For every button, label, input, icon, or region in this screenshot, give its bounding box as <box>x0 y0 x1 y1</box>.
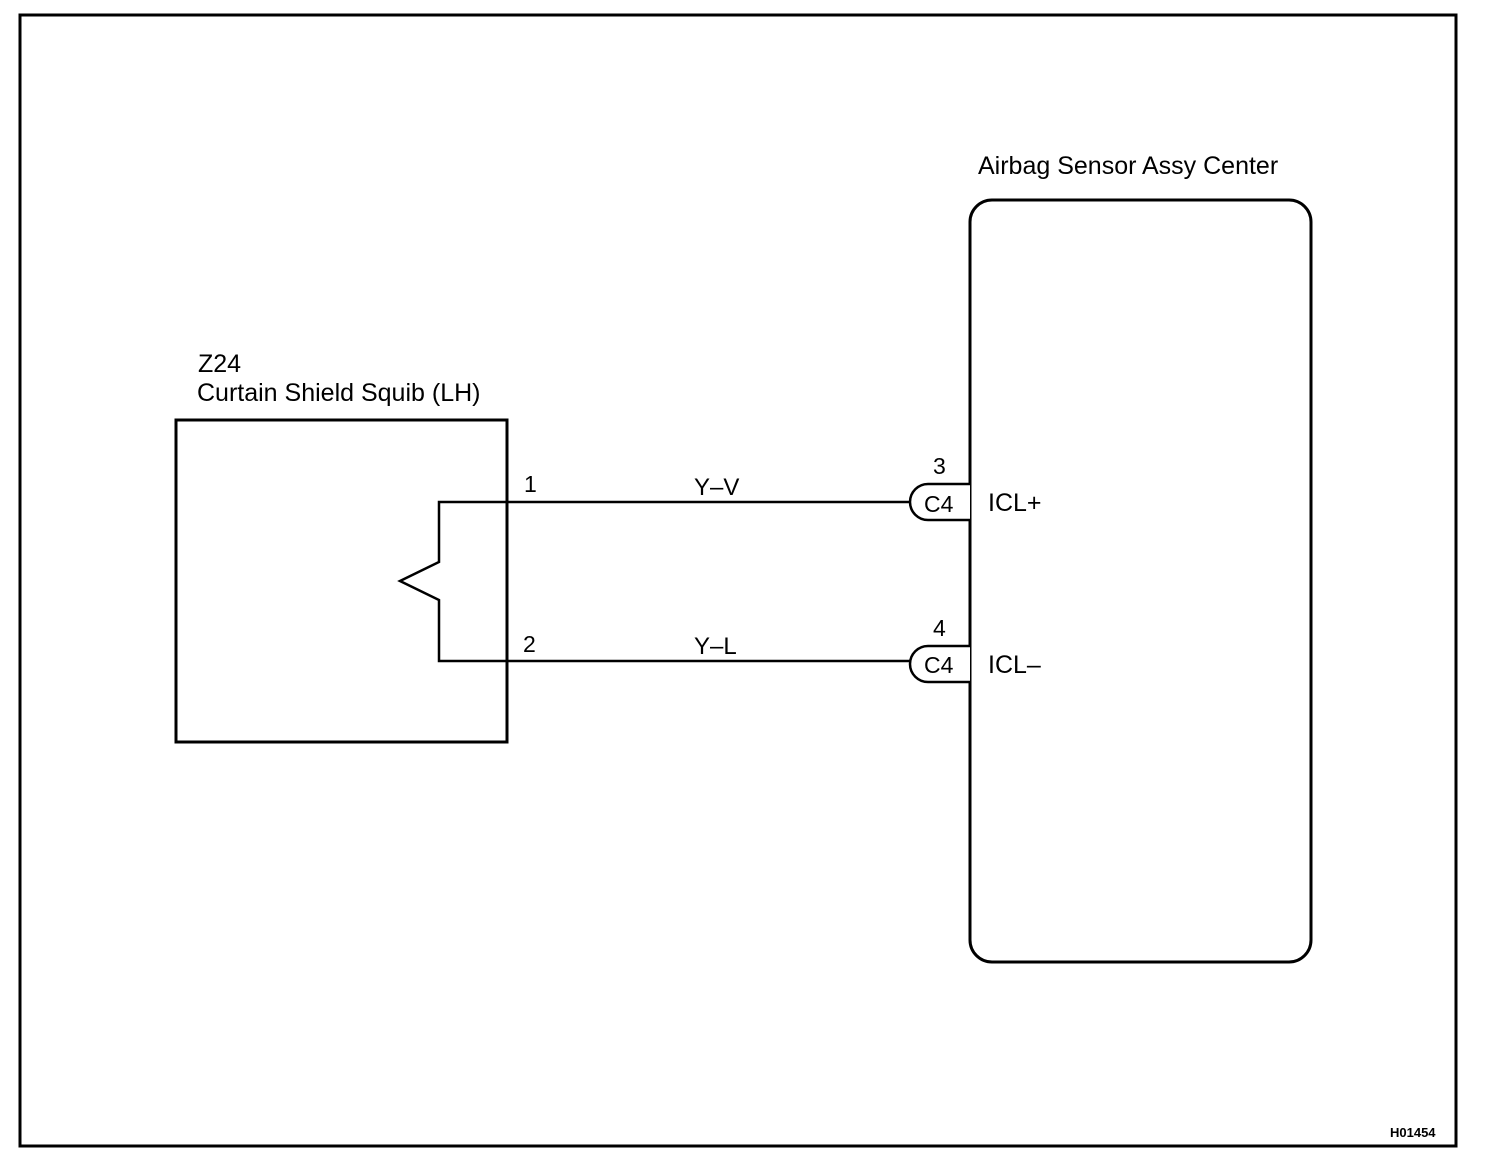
connector-c4-label-2: C4 <box>924 652 954 678</box>
squib-element <box>397 500 507 663</box>
wire-2-color: Y–L <box>694 633 737 660</box>
wire-1-color: Y–V <box>694 474 739 501</box>
sensor-box <box>968 198 1313 964</box>
terminal-icl-minus: ICL– <box>988 651 1041 679</box>
ecu-pin-3: 3 <box>933 453 946 479</box>
connector-c4-pin3 <box>908 482 970 522</box>
figure-reference: H01454 <box>1390 1125 1436 1140</box>
ecu-pin-4: 4 <box>933 615 946 641</box>
connector-c4-pin4 <box>908 644 970 684</box>
squib-pin-1: 1 <box>524 471 537 497</box>
squib-code: Z24 <box>198 350 241 378</box>
connector-c4-label-1: C4 <box>924 491 954 517</box>
squib-pin-2: 2 <box>523 631 536 657</box>
squib-name: Curtain Shield Squib (LH) <box>197 379 480 407</box>
terminal-icl-plus: ICL+ <box>988 489 1042 517</box>
squib-box <box>174 418 509 744</box>
outer-frame <box>18 13 1458 1148</box>
sensor-name: Airbag Sensor Assy Center <box>978 152 1278 180</box>
